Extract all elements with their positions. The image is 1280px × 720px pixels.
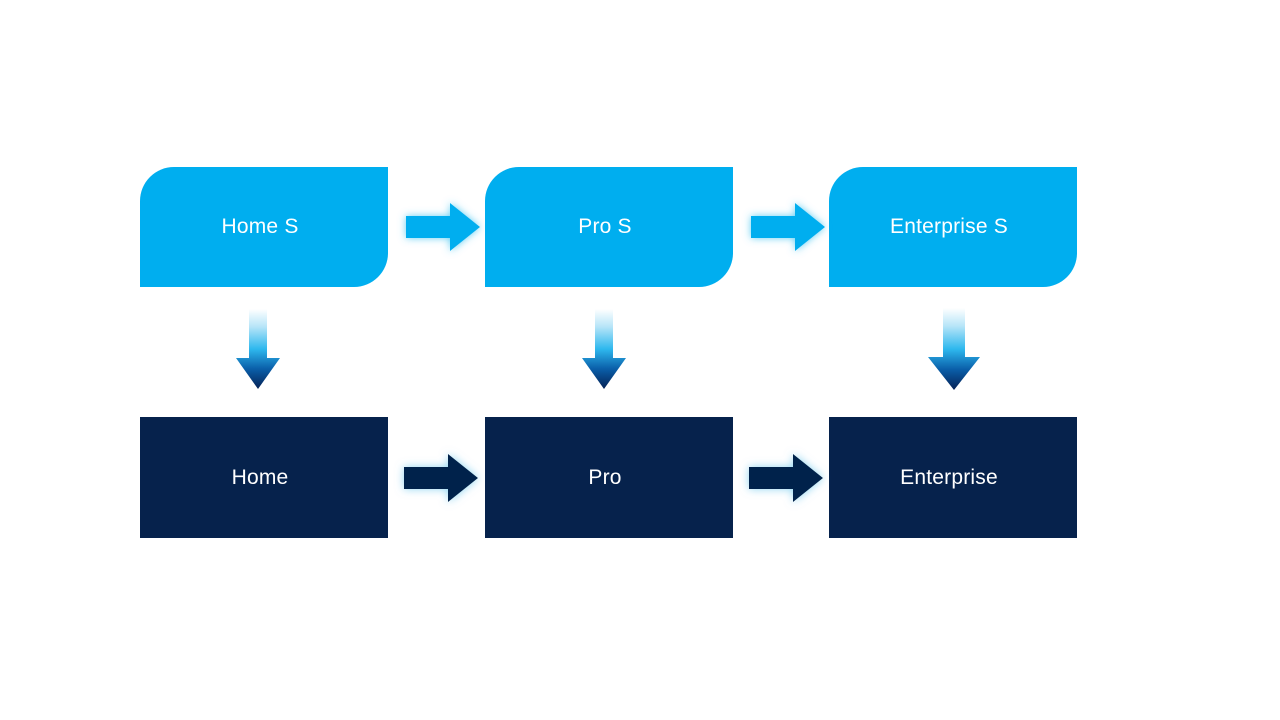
node-home-s[interactable]: Home S	[140, 167, 388, 287]
stage-arrow-right-icon	[749, 199, 827, 255]
node-label: Pro S	[578, 215, 632, 239]
transition-arrow-down-icon	[234, 309, 282, 391]
node-label: Enterprise S	[890, 215, 1008, 239]
plan-arrow-right-icon	[747, 450, 825, 506]
node-label: Enterprise	[900, 465, 998, 489]
node-pro-s[interactable]: Pro S	[485, 167, 733, 287]
node-enterprise[interactable]: Enterprise	[829, 417, 1077, 538]
node-pro[interactable]: Pro	[485, 417, 733, 538]
transition-arrow-down-icon	[580, 309, 628, 391]
transition-arrow-down-icon	[926, 308, 982, 392]
node-label: Home S	[221, 215, 299, 239]
node-label: Pro	[588, 465, 622, 489]
plan-arrow-right-icon	[402, 450, 480, 506]
node-enterprise-s[interactable]: Enterprise S	[829, 167, 1077, 287]
stage-arrow-right-icon	[404, 199, 482, 255]
node-label: Home	[231, 465, 289, 489]
node-home[interactable]: Home	[140, 417, 388, 538]
